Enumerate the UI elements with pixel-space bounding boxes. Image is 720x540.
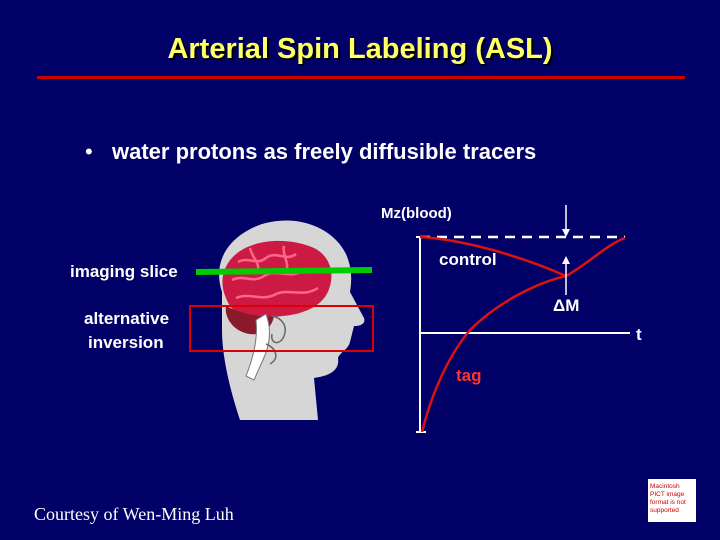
control-curve: [419, 235, 626, 278]
brain-folds: [231, 245, 319, 300]
unsupported-image-placeholder: Macintosh PICT image format is not suppo…: [648, 479, 696, 522]
imaging-slice-label: imaging slice: [70, 262, 178, 281]
imaging-slice-bar: [195, 267, 373, 275]
alternative-label-line2: inversion: [88, 333, 164, 352]
inversion-box: [189, 305, 374, 352]
arrow-down-icon: [562, 229, 570, 237]
title-underline: [37, 76, 685, 79]
page-title: Arterial Spin Labeling (ASL): [167, 33, 553, 65]
alternative-label-line1: alternative: [84, 309, 170, 328]
t-axis-label: t: [636, 325, 642, 344]
tag-label: tag: [456, 366, 482, 385]
bullet-text: water protons as freely diffusible trace…: [112, 139, 537, 164]
mz-blood-label: Mz(blood): [381, 205, 452, 222]
tag-curve: [420, 274, 567, 433]
brainstem: [245, 313, 270, 381]
head-illustration: [219, 220, 365, 420]
delta-m-label: ΔM: [553, 296, 580, 315]
courtesy-credit: Courtesy of Wen-Ming Luh: [34, 504, 234, 524]
plot: [416, 205, 630, 433]
bullet-icon: •: [85, 139, 93, 164]
arrow-up-icon: [562, 256, 570, 264]
control-label: control: [439, 250, 497, 269]
neck-vessels: [265, 315, 286, 365]
alternative-inversion-label: alternative inversion: [84, 307, 169, 355]
